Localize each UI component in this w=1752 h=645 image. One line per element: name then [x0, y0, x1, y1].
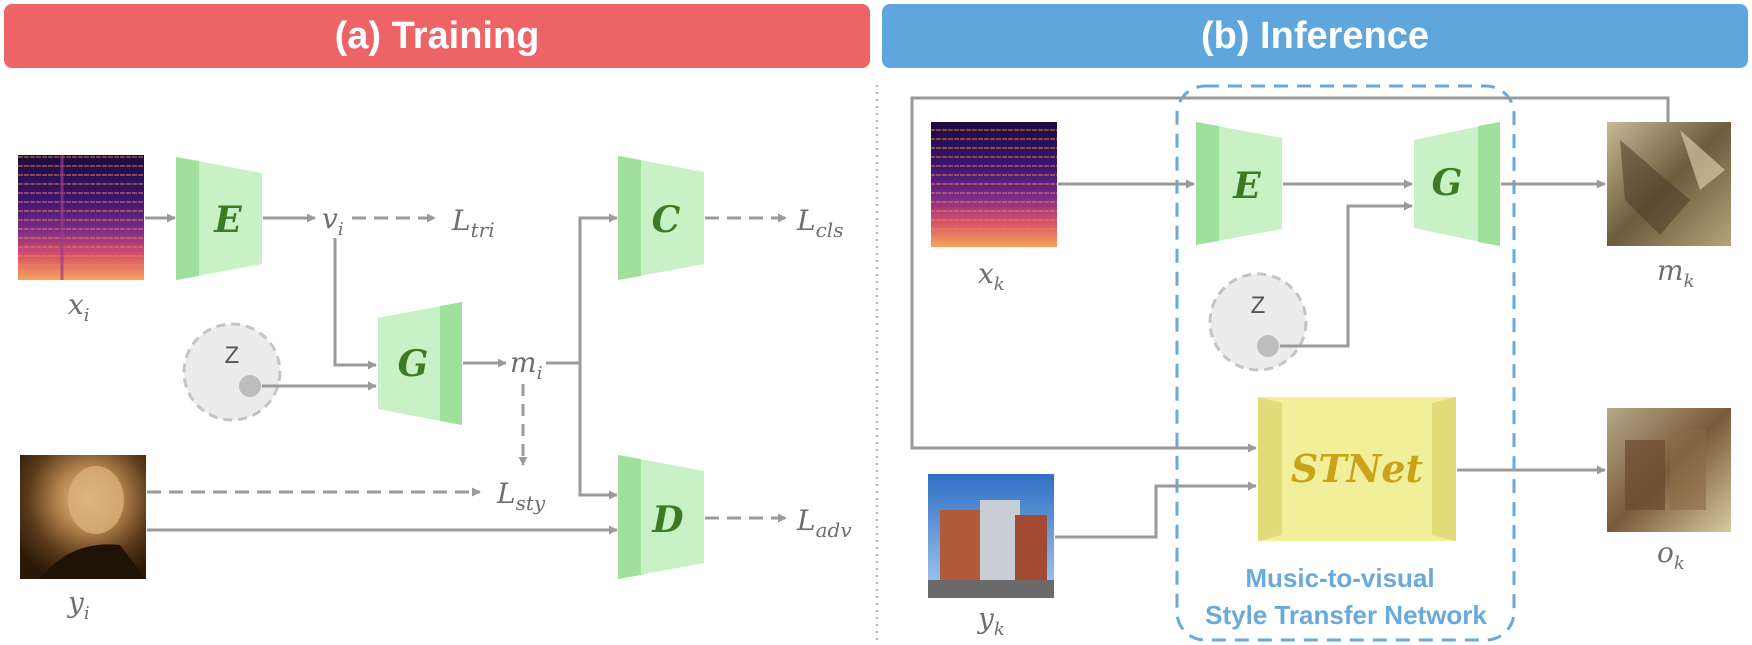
loss-adv-label: Ladv — [796, 504, 852, 542]
stylized-output-image — [1607, 408, 1731, 532]
training-banner: (a) Training — [4, 4, 870, 68]
svg-text:STNet: STNet — [1291, 446, 1424, 491]
spectrogram-image — [18, 155, 144, 280]
arrow-z-to-g — [1280, 201, 1413, 348]
v-i-label: vi — [322, 202, 344, 240]
noise-z-circle: Z — [182, 322, 282, 422]
stnet-caption-line1: Music-to-visual — [1245, 563, 1434, 593]
noise-z-circle: Z — [1208, 272, 1308, 372]
loss-cls-label: Lcls — [796, 204, 843, 242]
svg-text:C: C — [652, 199, 681, 241]
stnet-dashed-box — [1175, 84, 1516, 642]
y-k-label: yk — [976, 602, 1005, 640]
arrow-m-to-d — [578, 363, 618, 500]
stnet-caption-line2: Style Transfer Network — [1205, 600, 1487, 630]
encoder-block: E — [1196, 122, 1282, 245]
encoder-block: E — [176, 157, 262, 280]
generator-block: G — [1414, 122, 1500, 246]
svg-text:G: G — [398, 343, 429, 385]
svg-text:Z: Z — [225, 342, 240, 369]
stnet-block: STNet — [1258, 397, 1456, 541]
svg-text:Z: Z — [1251, 292, 1266, 319]
svg-text:G: G — [1432, 162, 1463, 204]
generator-block: G — [378, 302, 462, 425]
classifier-block: C — [618, 156, 704, 280]
generated-image — [1607, 122, 1731, 246]
portrait-painting-image — [20, 455, 146, 579]
svg-text:E: E — [213, 199, 242, 241]
svg-text:E: E — [1232, 165, 1261, 207]
inference-banner: (b) Inference — [882, 4, 1748, 68]
o-k-label: ok — [1657, 536, 1685, 574]
loss-sty-label: Lsty — [496, 477, 546, 515]
x-k-label: xk — [978, 257, 1005, 295]
spectrogram-image — [931, 122, 1057, 247]
m-k-label: mk — [1657, 254, 1694, 292]
loss-tri-label: Ltri — [451, 204, 495, 242]
arrow-v-to-g — [333, 238, 377, 370]
y-i-label: yi — [66, 586, 90, 624]
m-i-label: mi — [510, 346, 542, 384]
arrow-yk-to-stnet — [1055, 481, 1257, 539]
x-i-label: xi — [68, 288, 90, 326]
discriminator-block: D — [618, 455, 704, 579]
svg-text:D: D — [651, 499, 683, 541]
building-photo-image — [928, 474, 1054, 598]
arrow-mk-feedback-to-stnet — [910, 96, 1670, 453]
arrow-m-to-c — [578, 213, 618, 363]
